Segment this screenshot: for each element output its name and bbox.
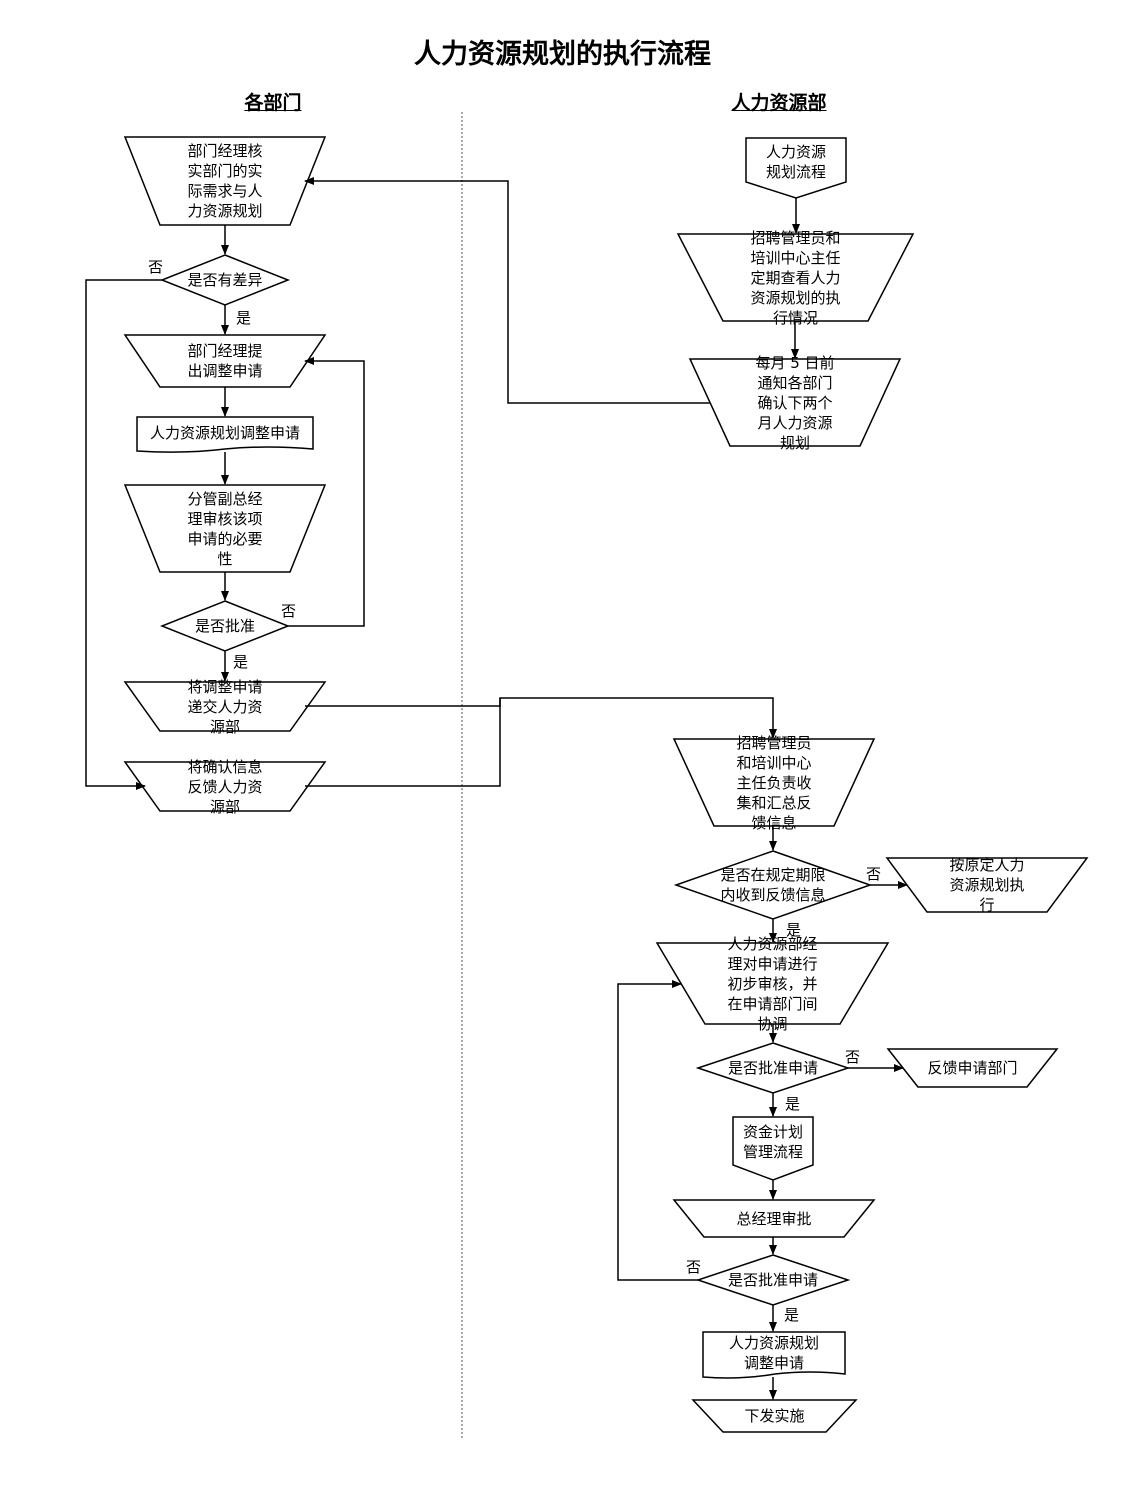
- node-n5-text: 将确认信息 反馈人力资 源部: [187, 757, 263, 816]
- lane-title-departments: 各部门: [244, 92, 302, 114]
- shape-n5: [123, 761, 327, 812]
- node-r5-text: 按原定人力 资源规划执 行: [949, 856, 1025, 914]
- node-r4-text: 招聘管理员 和培训中心 主任负责收 集和汇总反 馈信息: [736, 733, 812, 832]
- edge-n5-r4: [305, 698, 501, 787]
- node-r6-text: 人力资源部经 理对申请进行 初步审核，并 在申请部门间 协调: [727, 934, 818, 1033]
- label-d5-yes: 是: [784, 1306, 800, 1324]
- shape-n2: [123, 334, 327, 388]
- edge-n4-r4: [305, 697, 777, 739]
- label-d5-no: 否: [686, 1258, 702, 1276]
- decision-d2-text: 是否批准: [194, 617, 255, 635]
- decision-d1-text: 是否有差异: [187, 271, 263, 289]
- node-r1-text: 人力资源 规划流程: [765, 143, 826, 181]
- lane-title-hr: 人力资源部: [731, 92, 827, 114]
- shape-r1: [745, 137, 847, 199]
- shape-doc1: [136, 416, 314, 453]
- decision-d3-text: 是否在规定期限 内收到反馈信息: [720, 866, 826, 904]
- node-n4-text: 将调整申请 递交人力资 源部: [187, 677, 263, 736]
- node-r2-text: 招聘管理员和 培训中心主任 定期查看人力 资源规划的执 行情况: [750, 228, 841, 327]
- shape-r9: [672, 1199, 876, 1238]
- shape-r10: [691, 1399, 858, 1433]
- node-r3-text: 每月 5 日前 通知各部门 确认下两个 月人力资源 规划: [755, 353, 835, 452]
- shape-r2: [676, 233, 915, 322]
- node-r10-text: 下发实施: [744, 1407, 805, 1425]
- label-d3-no: 否: [866, 865, 882, 883]
- shape-r6: [655, 942, 890, 1025]
- shape-r8: [732, 1116, 814, 1181]
- edge-d1-no-n5: [85, 279, 162, 790]
- shape-n1: [123, 136, 327, 226]
- shape-n4: [123, 681, 327, 732]
- edge-r3-n1: [304, 177, 710, 404]
- doc-doc1-text: 人力资源规划调整申请: [149, 424, 300, 442]
- decision-d4-text: 是否批准申请: [727, 1059, 818, 1077]
- label-d1-yes: 是: [236, 309, 252, 327]
- label-d2-yes: 是: [233, 653, 249, 671]
- shape-n3: [123, 484, 327, 573]
- edge-d2-no-n2: [288, 357, 365, 627]
- label-d1-no: 否: [148, 258, 164, 276]
- shape-r3: [688, 358, 902, 447]
- decision-d5-text: 是否批准申请: [727, 1271, 818, 1289]
- label-d2-no: 否: [281, 602, 297, 620]
- node-r8-text: 资金计划 管理流程: [742, 1123, 803, 1161]
- node-n3-text: 分管副总经 理审核该项 申请的必要 性: [187, 489, 263, 568]
- doc-doc2-text: 人力资源规划 调整申请: [728, 1334, 819, 1372]
- diagram-title: 人力资源规划的执行流程: [414, 39, 711, 70]
- node-r7-text: 反馈申请部门: [927, 1059, 1018, 1077]
- node-n1-text: 部门经理核 实部门的实 际需求与人 力资源规划: [187, 142, 263, 220]
- shape-r7: [886, 1048, 1059, 1088]
- shape-doc2: [702, 1331, 846, 1379]
- node-r9-text: 总经理审批: [736, 1209, 812, 1228]
- label-d4-no: 否: [845, 1048, 861, 1066]
- label-d4-yes: 是: [785, 1095, 801, 1113]
- shape-r4: [672, 738, 876, 827]
- label-d3-yes: 是: [786, 921, 802, 939]
- node-n2-text: 部门经理提 出调整申请: [187, 342, 263, 380]
- edge-d5-no-r6: [617, 980, 698, 1281]
- shape-r5: [885, 857, 1089, 913]
